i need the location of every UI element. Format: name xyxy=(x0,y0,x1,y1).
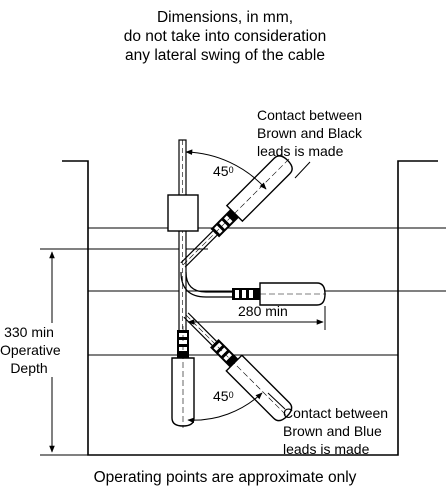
angle-arc-bottom xyxy=(187,392,263,424)
top-note-line-3: leads is made xyxy=(257,143,344,159)
angle-bottom-value: 45 xyxy=(213,388,229,404)
tank-outline xyxy=(62,160,438,456)
leader-top-note xyxy=(294,161,311,179)
angle-label-top: 450 xyxy=(213,162,234,181)
vertical-dim-line-2: Operative xyxy=(0,342,61,358)
angle-arc-top xyxy=(185,149,267,190)
header-line-3: any lateral swing of the cable xyxy=(125,47,325,64)
vertical-dim-line-3: Depth xyxy=(10,360,48,376)
angle-label-bottom: 450 xyxy=(213,387,234,406)
bottom-note-line-3: leads is made xyxy=(283,441,370,457)
top-note-line-2: Brown and Black xyxy=(257,125,363,141)
top-contact-note: Contact between Brown and Black leads is… xyxy=(257,106,362,160)
float-middle xyxy=(232,282,326,306)
float-lower xyxy=(183,312,293,422)
bottom-contact-note: Contact between Brown and Blue leads is … xyxy=(283,404,388,458)
counterweight xyxy=(167,194,199,232)
angle-top-value: 45 xyxy=(213,163,229,179)
angle-top-unit: 0 xyxy=(228,165,234,175)
footer-note: Operating points are approximate only xyxy=(93,469,357,486)
cable xyxy=(178,139,187,349)
vertical-dim-line-1: 330 min xyxy=(4,324,54,340)
leader-bottom-note xyxy=(267,392,286,410)
float-hanging xyxy=(171,326,195,428)
horizontal-dimension-label: 280 min xyxy=(238,303,288,319)
angle-bottom-unit: 0 xyxy=(228,390,234,400)
header-line-2: do not take into consideration xyxy=(123,28,327,45)
header-line-1: Dimensions, in mm, xyxy=(156,9,294,26)
bottom-note-line-1: Contact between xyxy=(283,405,389,421)
vertical-dimension-label: 330 min Operative Depth xyxy=(0,323,61,377)
bottom-note-line-2: Brown and Blue xyxy=(283,423,382,439)
cable-bend-middle xyxy=(185,271,232,293)
top-note-line-1: Contact between xyxy=(257,107,363,123)
header-note: Dimensions, in mm, do not take into cons… xyxy=(60,8,390,65)
dimension-280 xyxy=(185,300,326,330)
